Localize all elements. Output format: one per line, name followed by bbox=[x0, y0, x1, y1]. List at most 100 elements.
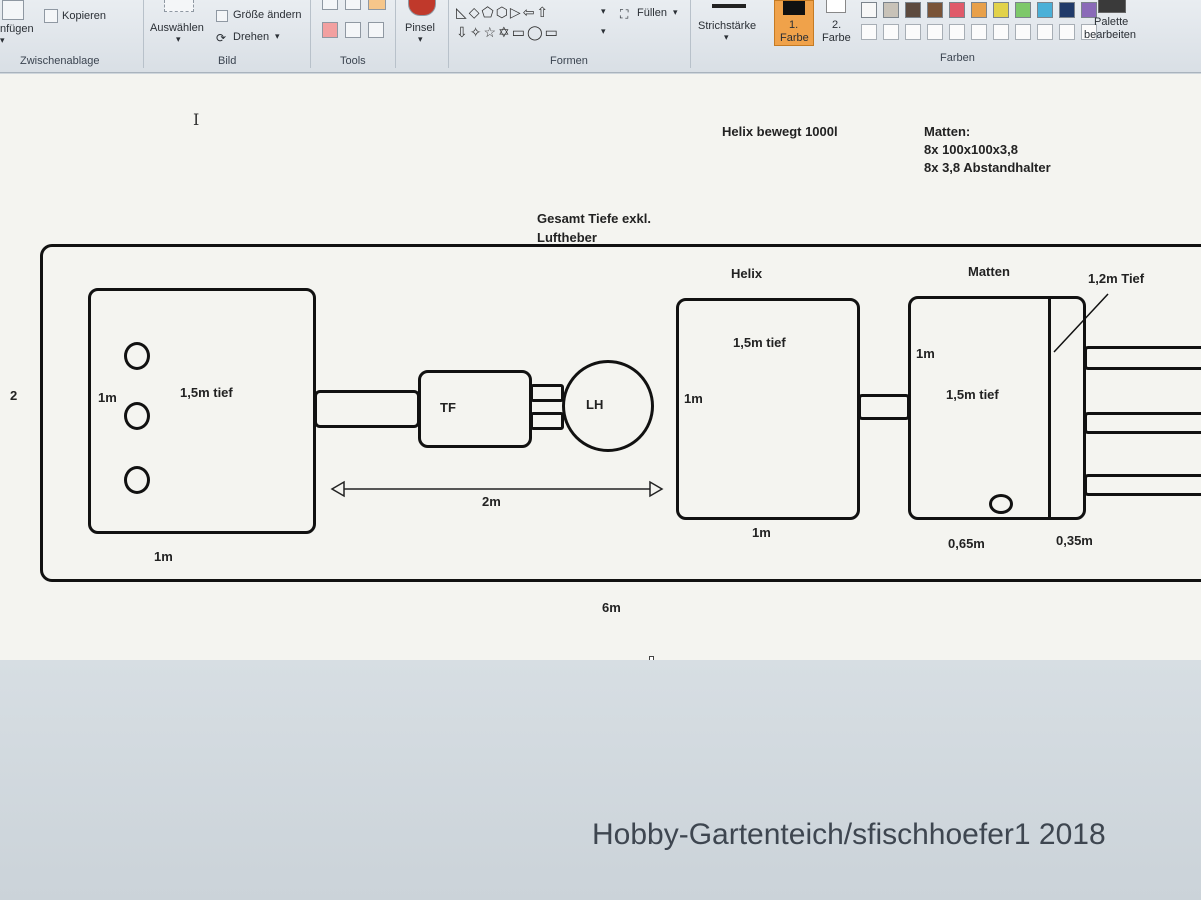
resize-icon[interactable] bbox=[216, 10, 228, 22]
palette-empty-swatch[interactable] bbox=[905, 24, 921, 40]
group-colors-label: Farben bbox=[940, 52, 975, 64]
pipe-2 bbox=[858, 394, 910, 420]
total-length-label: 6m bbox=[602, 600, 621, 615]
outlet-pipe-1 bbox=[1084, 346, 1201, 370]
palette-empty-swatch[interactable] bbox=[861, 24, 877, 40]
shapes-more-icon[interactable]: ▾ bbox=[601, 26, 606, 36]
matten-drain-circle bbox=[989, 494, 1013, 514]
copy-button[interactable]: Kopieren bbox=[62, 10, 107, 22]
palette-empty-swatch[interactable] bbox=[971, 24, 987, 40]
inlet-circle-1 bbox=[124, 342, 150, 370]
group-clipboard-label: Zwischenablage bbox=[20, 55, 100, 67]
magnifier-icon[interactable] bbox=[368, 22, 384, 38]
rotate-chevron-down-icon[interactable]: ▾ bbox=[275, 31, 280, 41]
matten-divider bbox=[1048, 298, 1051, 518]
note-mats-title: Matten: bbox=[924, 124, 971, 139]
outer-frame bbox=[40, 244, 1201, 582]
color2-label-line2[interactable]: Farbe bbox=[822, 32, 851, 44]
note-mats-line1: 8x 100x100x3,8 bbox=[924, 142, 1018, 157]
text-tool-icon[interactable] bbox=[368, 0, 386, 10]
palette-swatch[interactable] bbox=[883, 2, 899, 18]
palette-swatch[interactable] bbox=[927, 2, 943, 18]
workspace-background bbox=[0, 660, 1201, 900]
drawing-canvas[interactable]: I Helix bewegt 1000l Matten: 8x 100x100x… bbox=[0, 74, 1201, 661]
outlet-depth-leader-line bbox=[1053, 293, 1109, 353]
note-depth-line2: Luftheber bbox=[537, 230, 597, 245]
edit-palette-icon[interactable] bbox=[1098, 0, 1126, 13]
palette-empty-swatch[interactable] bbox=[883, 24, 899, 40]
color2-swatch[interactable] bbox=[826, 0, 846, 13]
color1-label-line2: Farbe bbox=[780, 32, 809, 44]
palette-empty-swatch[interactable] bbox=[993, 24, 1009, 40]
palette-swatch[interactable] bbox=[949, 2, 965, 18]
tf-lh-connector-top bbox=[530, 384, 564, 402]
palette-swatch[interactable] bbox=[993, 2, 1009, 18]
palette-swatch[interactable] bbox=[1015, 2, 1031, 18]
pipe-1 bbox=[314, 390, 420, 428]
ribbon-divider bbox=[395, 0, 396, 68]
fill-chevron-down-icon[interactable]: ▾ bbox=[673, 7, 678, 17]
palette-swatch[interactable] bbox=[1059, 2, 1075, 18]
paste-chevron-down-icon[interactable]: ▾ bbox=[0, 35, 5, 45]
brush-chevron-down-icon[interactable]: ▾ bbox=[418, 34, 423, 44]
stroke-width-icon[interactable] bbox=[712, 4, 746, 8]
dimension-arrow-2m bbox=[330, 480, 664, 498]
pencil-icon[interactable] bbox=[322, 0, 338, 10]
brush-icon[interactable] bbox=[408, 0, 436, 16]
tank-box-1 bbox=[88, 288, 316, 534]
brush-button[interactable]: Pinsel bbox=[405, 22, 435, 34]
box1-depth-label: 1,5m tief bbox=[180, 385, 233, 400]
palette-empty-swatch[interactable] bbox=[1037, 24, 1053, 40]
resize-button[interactable]: Größe ändern bbox=[233, 9, 302, 21]
group-shapes-label: Formen bbox=[550, 55, 588, 67]
helix-bottom-label: 1m bbox=[752, 525, 771, 540]
edit-palette-label-line1[interactable]: Palette bbox=[1094, 16, 1129, 28]
paste-icon[interactable] bbox=[2, 0, 24, 20]
group-tools-label: Tools bbox=[340, 55, 366, 67]
color-picker-icon[interactable] bbox=[345, 22, 361, 38]
select-button[interactable]: Auswählen bbox=[150, 22, 204, 34]
palette-swatch[interactable] bbox=[971, 2, 987, 18]
stroke-width-button[interactable]: Strichstärke bbox=[698, 20, 757, 32]
rotate-icon[interactable]: ⟳ bbox=[216, 31, 227, 45]
color2-label-line1[interactable]: 2. bbox=[832, 19, 842, 31]
helix-side-label: 1m bbox=[684, 391, 703, 406]
inlet-circle-3 bbox=[124, 466, 150, 494]
note-helix: Helix bewegt 1000l bbox=[722, 124, 838, 139]
palette-swatch[interactable] bbox=[1081, 2, 1097, 18]
paste-button[interactable]: nfügen bbox=[0, 23, 34, 35]
palette-empty-swatch[interactable] bbox=[1081, 24, 1097, 40]
palette-swatch[interactable] bbox=[861, 2, 877, 18]
ribbon-divider bbox=[143, 0, 144, 68]
lh-label: LH bbox=[586, 397, 604, 412]
edit-palette-label-line2[interactable]: bearbeiten bbox=[1084, 29, 1136, 41]
helix-box bbox=[676, 298, 860, 520]
palette-empty-swatch[interactable] bbox=[1015, 24, 1031, 40]
matten-bottom-left-label: 0,65m bbox=[948, 536, 985, 551]
shapes-row-top-icon[interactable]: ◺◇⬠⬡▷⇦⇧ bbox=[456, 4, 551, 20]
shapes-row-bottom-icon[interactable]: ⇩✧☆✡▭◯▭ bbox=[456, 24, 560, 40]
palette-swatch[interactable] bbox=[905, 2, 921, 18]
shapes-scroll-up-icon[interactable]: ▾ bbox=[601, 6, 606, 16]
inlet-circle-2 bbox=[124, 402, 150, 430]
color1-button[interactable] bbox=[774, 0, 814, 46]
note-depth-line1: Gesamt Tiefe exkl. bbox=[537, 211, 651, 226]
fill-bucket-icon[interactable] bbox=[345, 0, 361, 10]
stroke-width-chevron-down-icon[interactable]: ▾ bbox=[724, 32, 729, 42]
fill-icon[interactable]: ⛶ bbox=[620, 7, 629, 21]
select-chevron-down-icon[interactable]: ▾ bbox=[176, 34, 181, 44]
palette-empty-swatch[interactable] bbox=[949, 24, 965, 40]
palette-swatch[interactable] bbox=[1037, 2, 1053, 18]
rotate-button[interactable]: Drehen bbox=[233, 31, 270, 43]
select-icon[interactable] bbox=[164, 0, 194, 12]
ribbon-divider bbox=[448, 0, 449, 68]
palette-empty-swatch[interactable] bbox=[927, 24, 943, 40]
eraser-icon[interactable] bbox=[322, 22, 338, 38]
copy-icon[interactable] bbox=[44, 9, 58, 23]
box1-side-label: 1m bbox=[98, 390, 117, 405]
fill-button[interactable]: Füllen bbox=[637, 7, 667, 19]
palette-empty-swatch[interactable] bbox=[1059, 24, 1075, 40]
tf-lh-connector-bottom bbox=[530, 412, 564, 430]
helix-title: Helix bbox=[731, 266, 763, 281]
matten-box bbox=[908, 296, 1086, 520]
